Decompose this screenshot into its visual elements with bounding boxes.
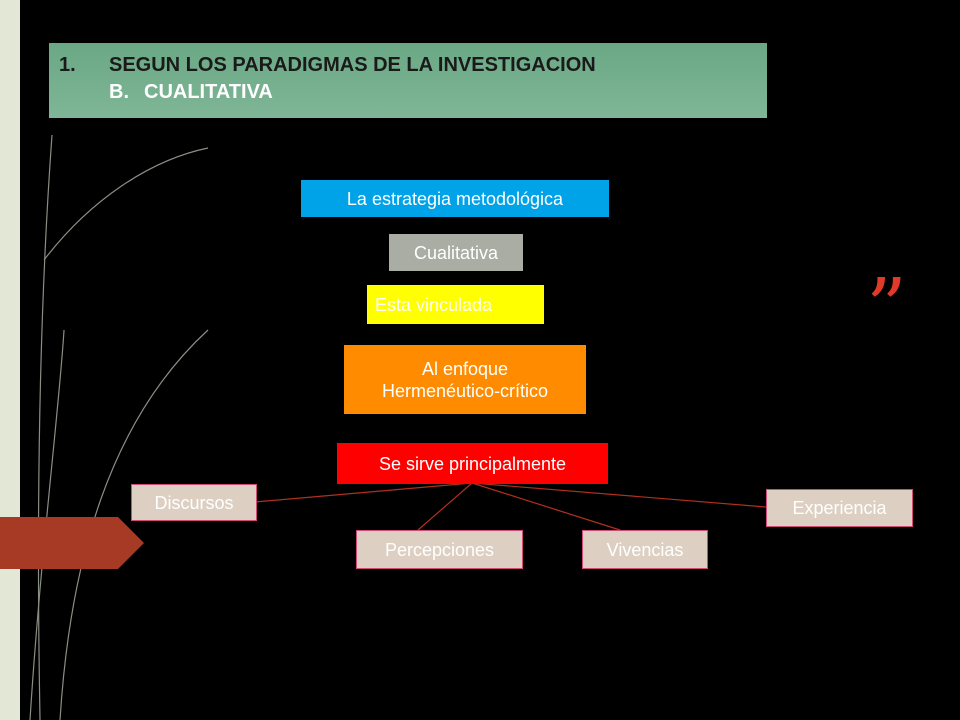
- connector-experiencia: [471, 482, 767, 508]
- title-bar: 1. SEGUN LOS PARADIGMAS DE LA INVESTIGAC…: [49, 43, 767, 118]
- connector-vivencias: [471, 482, 621, 531]
- node-strategy-label: La estrategia metodológica: [346, 188, 564, 209]
- node-approach: Al enfoque Hermenéutico-crítico: [344, 345, 586, 414]
- node-lived-experiences: Vivencias: [582, 530, 708, 569]
- node-serves-label: Se sirve principalmente: [378, 453, 567, 474]
- node-perceptions-label: Percepciones: [384, 539, 495, 560]
- node-discourses: Discursos: [131, 484, 257, 521]
- node-lived-experiences-label: Vivencias: [606, 539, 684, 560]
- node-approach-label-1: Al enfoque: [421, 358, 509, 379]
- title-line-2: B. CUALITATIVA: [59, 79, 767, 106]
- quote-mark: ”: [866, 261, 907, 354]
- node-approach-label-2: Hermenéutico-crítico: [381, 380, 549, 401]
- node-qualitative: Cualitativa: [389, 234, 523, 271]
- node-experience: Experiencia: [766, 489, 913, 527]
- connector-discursos: [254, 482, 473, 503]
- node-strategy: La estrategia metodológica: [301, 180, 609, 217]
- title-line-1: 1. SEGUN LOS PARADIGMAS DE LA INVESTIGAC…: [59, 52, 767, 79]
- node-linked: Esta vinculada: [367, 285, 544, 324]
- title-number-1: 1.: [59, 54, 76, 76]
- title-text-1: SEGUN LOS PARADIGMAS DE LA INVESTIGACION: [109, 54, 596, 76]
- node-linked-label: Esta vinculada: [375, 294, 493, 315]
- title-number-2: B.: [109, 81, 129, 103]
- arrow-tab: [0, 517, 144, 569]
- node-experience-label: Experiencia: [792, 498, 887, 518]
- node-perceptions: Percepciones: [356, 530, 523, 569]
- connector-percepciones: [417, 482, 473, 531]
- node-qualitative-label: Cualitativa: [413, 242, 499, 263]
- node-discourses-label: Discursos: [154, 492, 234, 513]
- title-text-2: CUALITATIVA: [144, 81, 273, 103]
- node-serves: Se sirve principalmente: [337, 443, 608, 484]
